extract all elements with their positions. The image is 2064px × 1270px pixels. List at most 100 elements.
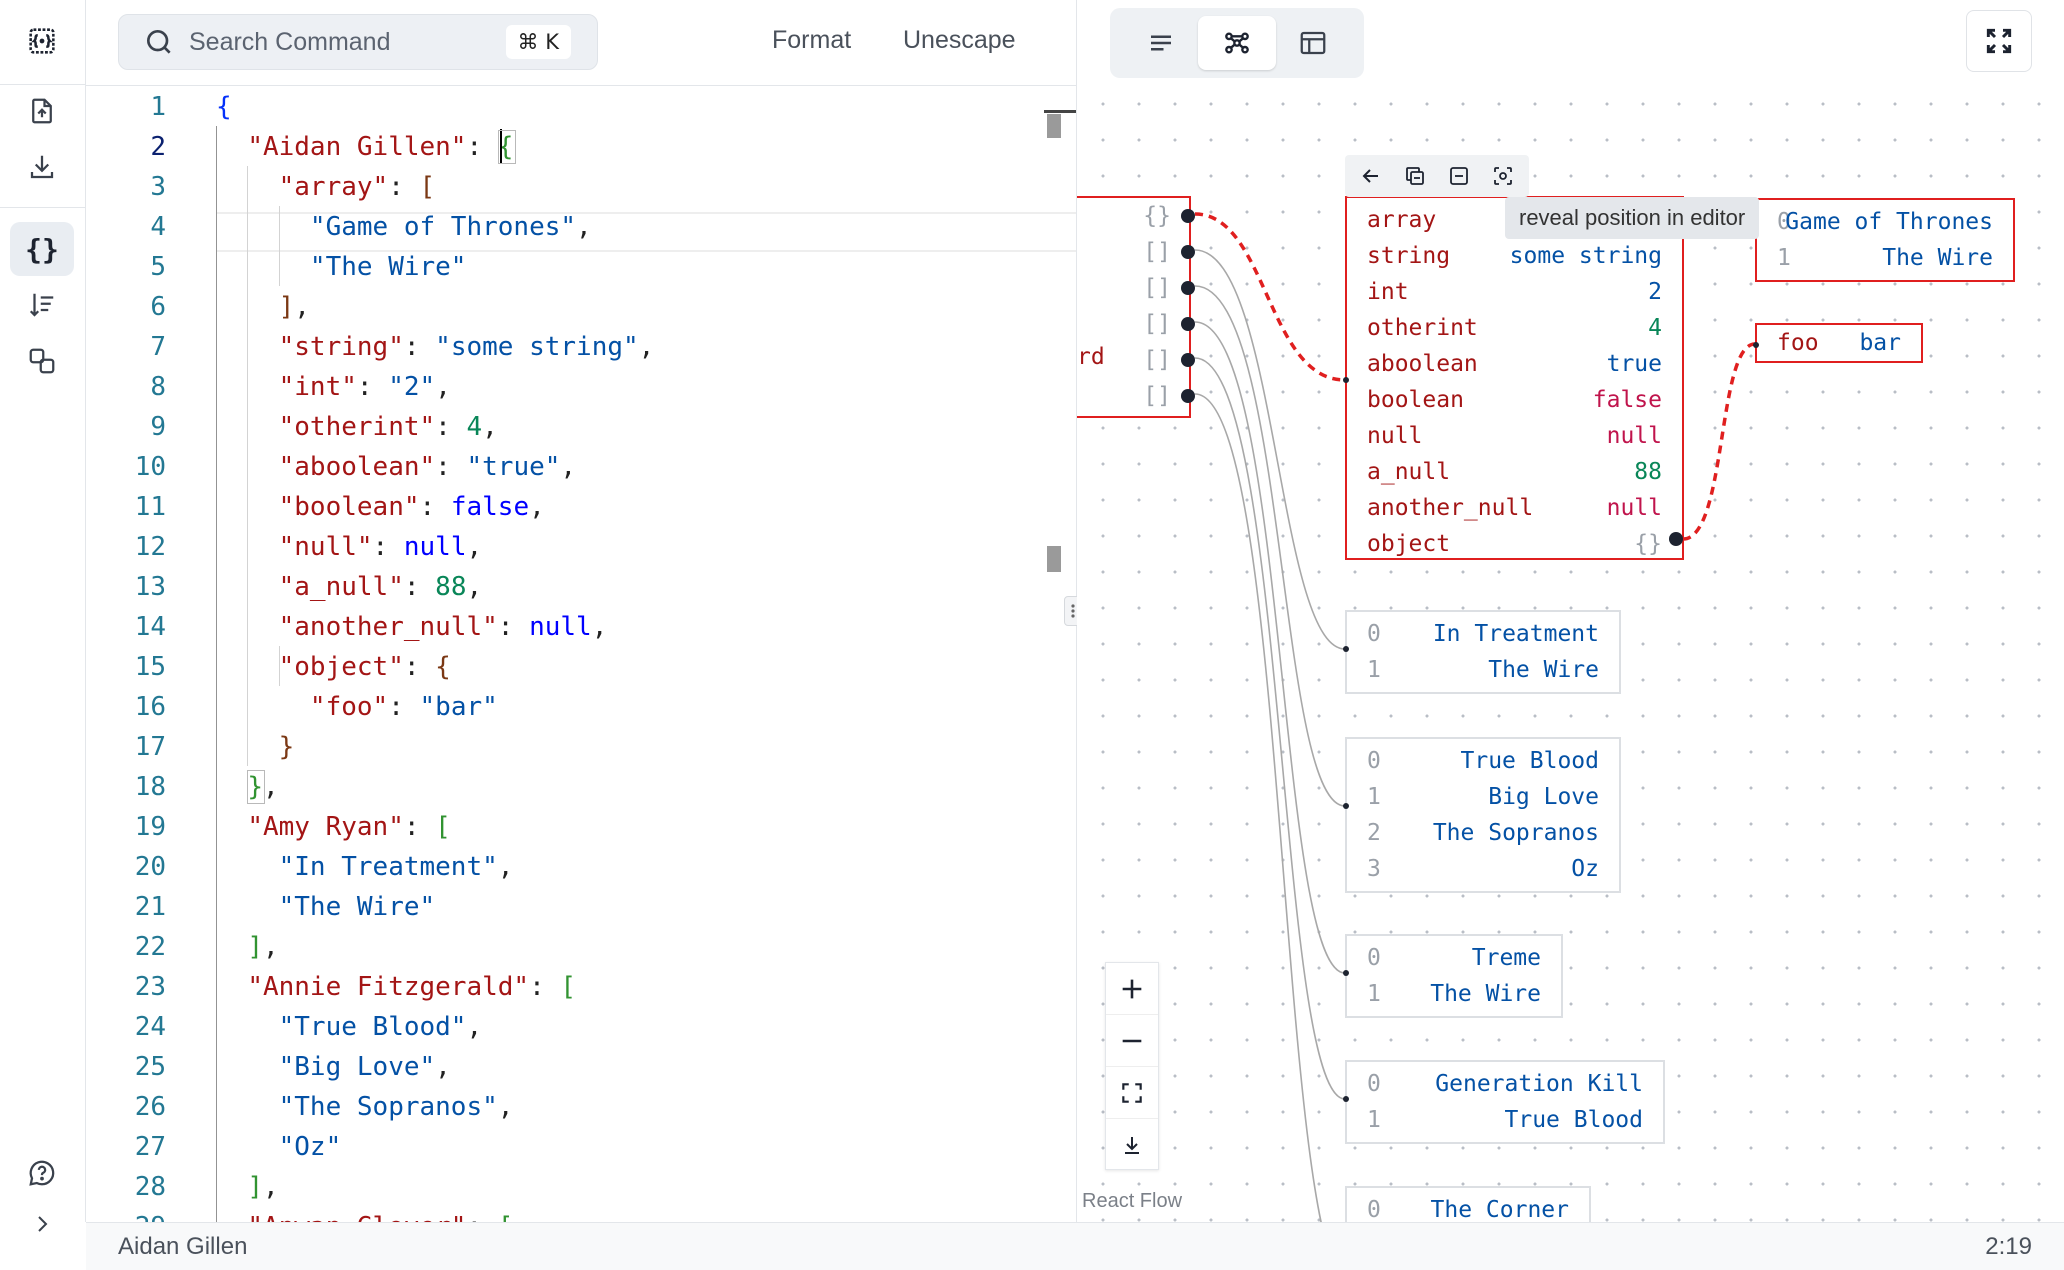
editor-line[interactable]: 15 "object": {	[86, 646, 1076, 686]
editor-line[interactable]: 4 "Game of Thrones",	[86, 206, 1076, 246]
node-handle[interactable]	[1181, 353, 1195, 367]
editor-line[interactable]: 11 "boolean": false,	[86, 486, 1076, 526]
editor-line[interactable]: 10 "aboolean": "true",	[86, 446, 1076, 486]
unescape-button[interactable]: Unescape	[903, 26, 1016, 54]
editor-line[interactable]: 21 "The Wire"	[86, 886, 1076, 926]
editor-line[interactable]: 28 ],	[86, 1166, 1076, 1206]
editor-line[interactable]: 3 "array": [	[86, 166, 1076, 206]
editor-line[interactable]: 26 "The Sopranos",	[86, 1086, 1076, 1126]
editor-line[interactable]: 13 "a_null": 88,	[86, 566, 1076, 606]
sort-icon[interactable]	[10, 278, 74, 332]
editor-line[interactable]: 24 "True Blood",	[86, 1006, 1076, 1046]
import-icon[interactable]	[10, 84, 74, 138]
text-view-button[interactable]	[1122, 16, 1200, 70]
editor-line[interactable]: 17 }	[86, 726, 1076, 766]
editor-line[interactable]: 18 },	[86, 766, 1076, 806]
copy-icon[interactable]	[1403, 164, 1427, 188]
row-value: Game of Thrones	[1785, 209, 1993, 235]
node-handle[interactable]	[1181, 317, 1195, 331]
line-number: 23	[134, 972, 166, 1002]
row-key: another_null	[1367, 495, 1534, 521]
row-key: otherint	[1367, 315, 1478, 341]
editor-line[interactable]: 25 "Big Love",	[86, 1046, 1076, 1086]
status-bar: Aidan Gillen 2:19	[86, 1222, 2064, 1270]
reveal-icon[interactable]	[1491, 164, 1515, 188]
expand-icon[interactable]	[10, 1204, 74, 1244]
row-value: []	[1143, 275, 1171, 301]
collapse-icon[interactable]	[1447, 164, 1471, 188]
editor-line[interactable]: 5 "The Wire"	[86, 246, 1076, 286]
editor-line[interactable]: 14 "another_null": null,	[86, 606, 1076, 646]
format-button[interactable]: Format	[772, 26, 852, 54]
download-icon	[1125, 1137, 1139, 1154]
editor-line[interactable]: 27 "Oz"	[86, 1126, 1076, 1166]
zoom-in-button[interactable]	[1106, 963, 1158, 1015]
row-value: bar	[1859, 330, 1901, 356]
row-index: 0	[1367, 748, 1381, 774]
editor-line[interactable]: 19 "Amy Ryan": [	[86, 806, 1076, 846]
editor-scrollbar[interactable]	[1044, 86, 1076, 1222]
row-value: null	[1606, 423, 1662, 449]
zoom-controls	[1105, 962, 1159, 1170]
export-button[interactable]	[1106, 1119, 1158, 1171]
fit-view-button[interactable]	[1106, 1067, 1158, 1119]
json-icon[interactable]: {}	[10, 222, 74, 276]
react-flow-attribution[interactable]: React Flow	[1082, 1190, 1183, 1212]
editor-line[interactable]: 6 ],	[86, 286, 1076, 326]
line-number: 6	[150, 292, 166, 322]
node-handle[interactable]	[1181, 209, 1195, 223]
row-value: Big Love	[1488, 784, 1599, 810]
zoom-out-button[interactable]	[1106, 1015, 1158, 1067]
editor-line[interactable]: 23 "Annie Fitzgerald": [	[86, 966, 1076, 1006]
indent-guide	[216, 126, 217, 1222]
editor-line[interactable]: 16 "foo": "bar"	[86, 686, 1076, 726]
plus-icon	[1122, 979, 1142, 998]
node-handle[interactable]	[1181, 245, 1195, 259]
node-handle[interactable]	[1181, 389, 1195, 403]
node-handle[interactable]	[1181, 281, 1195, 295]
view-switcher	[1110, 8, 1364, 78]
left-rail: {}	[0, 0, 86, 1232]
code-text: "a_null": 88,	[278, 572, 483, 602]
fullscreen-button[interactable]	[1966, 10, 2032, 72]
code-editor[interactable]: 1{2 "Aidan Gillen": {3 "array": [4 "Game…	[86, 86, 1076, 1222]
line-number: 20	[134, 852, 166, 882]
editor-line[interactable]: 1{	[86, 86, 1076, 126]
search-command-input[interactable]: Search Command ⌘ K	[118, 14, 598, 70]
node-handle[interactable]	[1669, 532, 1683, 546]
logo-icon[interactable]	[10, 14, 74, 68]
table-view-button[interactable]	[1274, 16, 1352, 70]
scrollbar-thumb[interactable]	[1047, 546, 1061, 572]
download-icon[interactable]	[10, 140, 74, 194]
line-number: 8	[150, 372, 166, 402]
row-value: null	[1606, 495, 1662, 521]
graph-view-button[interactable]	[1198, 16, 1276, 70]
editor-line[interactable]: 22 ],	[86, 926, 1076, 966]
line-number: 17	[134, 732, 166, 762]
editor-line[interactable]: 12 "null": null,	[86, 526, 1076, 566]
help-icon[interactable]	[10, 1146, 74, 1200]
row-value: 4	[1648, 315, 1662, 341]
compare-icon[interactable]	[10, 334, 74, 388]
editor-line[interactable]: 20 "In Treatment",	[86, 846, 1076, 886]
editor-line[interactable]: 29 "Anwan Glover": [	[86, 1206, 1076, 1222]
editor-line[interactable]: 9 "otherint": 4,	[86, 406, 1076, 446]
root-node[interactable]: {}[][][][][]	[1077, 196, 1191, 418]
back-arrow-icon[interactable]	[1359, 164, 1383, 188]
node-target-handle	[1343, 1096, 1349, 1102]
editor-line[interactable]: 7 "string": "some string",	[86, 326, 1076, 366]
editor-line[interactable]: 8 "int": "2",	[86, 366, 1076, 406]
editor-line[interactable]: 2 "Aidan Gillen": {	[86, 126, 1076, 166]
